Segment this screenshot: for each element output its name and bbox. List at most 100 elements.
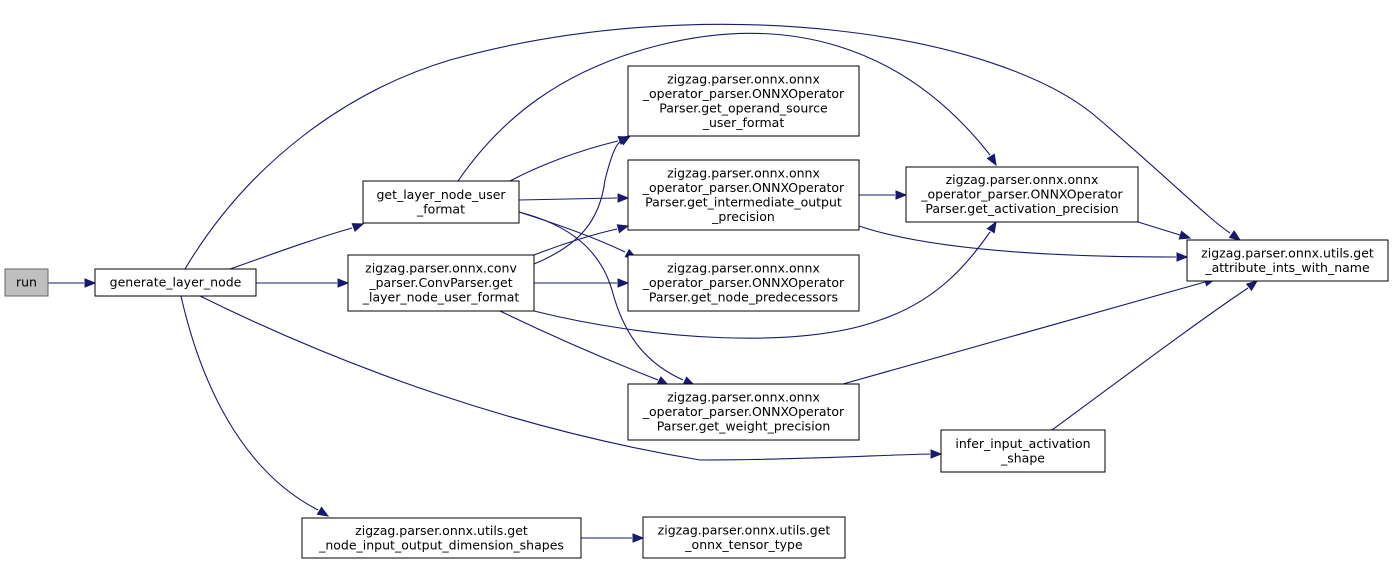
edge-get_layer_node_user_format-to-get_node_predecessors	[518, 211, 638, 259]
arrowhead	[616, 224, 630, 234]
edge-conv_parser_get_layer_node_user_format-to-get_node_predecessors	[534, 278, 630, 288]
node-label-line: Parser.get_node_predecessors	[649, 290, 838, 305]
arrowhead	[1228, 230, 1242, 241]
node-label-line: get_layer_node_user	[376, 187, 506, 202]
edge-line	[499, 310, 659, 381]
node-box[interactable]	[627, 159, 860, 231]
node-box[interactable]	[627, 254, 860, 312]
node-label-line: zigzag.parser.onnx.conv	[365, 261, 517, 276]
node-box[interactable]	[940, 429, 1106, 473]
node-label-line: _parser.ConvParser.get	[368, 275, 512, 290]
node-run[interactable]: run	[4, 268, 49, 297]
arrowhead	[617, 278, 630, 288]
edge-get_layer_node_user_format-to-get_intermediate_output_precision	[518, 193, 630, 203]
node-box[interactable]	[362, 180, 520, 224]
arrowhead	[618, 135, 632, 146]
node-get-attribute-ints-with-name[interactable]: zigzag.parser.onnx.utils.get_attribute_i…	[1186, 239, 1389, 282]
edge-line	[842, 281, 1206, 385]
arrowhead	[986, 153, 997, 167]
node-label-line: _operator_parser.ONNXOperator	[642, 404, 845, 419]
node-box[interactable]	[627, 383, 860, 441]
edge-line	[518, 211, 626, 253]
node-label-line: _format	[416, 201, 465, 216]
node-label-line: zigzag.parser.onnx.utils.get	[355, 523, 528, 538]
node-label-line: Parser.get_operand_source	[659, 100, 828, 115]
edge-generate_layer_node-to-get_layer_node_user_format	[229, 223, 365, 270]
node-get-node-predecessors[interactable]: zigzag.parser.onnx.onnx_operator_parser.…	[627, 254, 860, 312]
node-get-intermediate-output-precision[interactable]: zigzag.parser.onnx.onnx_operator_parser.…	[627, 159, 860, 231]
node-label-line: _onnx_tensor_type	[684, 537, 803, 552]
edge-line	[533, 141, 621, 265]
arrowhead	[316, 506, 330, 517]
edge-generate_layer_node-to-get_node_input_output_dimension_shapes	[180, 295, 330, 517]
edge-line	[457, 32, 991, 182]
edge-line	[518, 211, 684, 381]
node-box[interactable]	[301, 517, 582, 559]
node-box[interactable]	[94, 268, 257, 297]
node-label-line: zigzag.parser.onnx.onnx	[667, 390, 820, 405]
node-box[interactable]	[642, 516, 846, 559]
node-label-line: Parser.get_activation_precision	[925, 201, 1118, 216]
edge-line	[184, 23, 1231, 270]
node-label-line: _operator_parser.ONNXOperator	[920, 187, 1123, 202]
node-conv-parser-get-layer-node-user-format[interactable]: zigzag.parser.onnx.conv_parser.ConvParse…	[347, 254, 535, 312]
edge-get_node_input_output_dimension_shapes-to-get_onnx_tensor_type	[581, 533, 645, 543]
node-infer-input-activation-shape[interactable]: infer_input_activation_shape	[940, 429, 1106, 473]
node-label-line: zigzag.parser.onnx.onnx	[667, 261, 820, 276]
node-label-line: infer_input_activation	[955, 436, 1090, 451]
node-label-line: zigzag.parser.onnx.onnx	[946, 172, 1099, 187]
edge-get_intermediate_output_precision-to-get_attribute_ints_with_name	[858, 225, 1189, 262]
node-get-layer-node-user-format[interactable]: get_layer_node_user_format	[362, 180, 520, 224]
edge-run-to-generate_layer_node	[48, 278, 97, 288]
edge-conv_parser_get_layer_node_user_format-to-get_activation_precision	[533, 220, 997, 339]
edge-line	[509, 140, 619, 182]
node-label-line: zigzag.parser.onnx.utils.get	[658, 522, 831, 537]
node-label-line: _attribute_ints_with_name	[1204, 260, 1370, 275]
node-box[interactable]	[4, 268, 49, 297]
edge-line	[180, 295, 319, 511]
arrowhead	[1245, 280, 1259, 292]
edge-conv_parser_get_layer_node_user_format-to-get_operand_source_user_format	[533, 135, 632, 265]
node-label-line: _node_input_output_dimension_shapes	[318, 537, 564, 552]
edge-conv_parser_get_layer_node_user_format-to-get_intermediate_output_precision	[533, 224, 630, 256]
arrowhead	[895, 190, 908, 200]
edge-line	[1137, 221, 1181, 236]
arrowhead	[1176, 252, 1189, 262]
edge-get_intermediate_output_precision-to-get_activation_precision	[859, 190, 908, 200]
edge-line	[858, 225, 1177, 258]
arrowhead	[632, 533, 645, 543]
node-label-line: _precision	[711, 209, 775, 224]
edge-line	[229, 227, 353, 270]
arrowhead	[351, 223, 365, 233]
node-label-line: zigzag.parser.onnx.utils.get	[1201, 245, 1374, 260]
node-box[interactable]	[1186, 239, 1389, 282]
node-label-line: run	[16, 275, 37, 290]
node-generate-layer-node[interactable]: generate_layer_node	[94, 268, 257, 297]
edge-generate_layer_node-to-conv_parser_get_layer_node_user_format	[256, 278, 350, 288]
node-get-activation-precision[interactable]: zigzag.parser.onnx.onnx_operator_parser.…	[905, 166, 1139, 223]
node-box[interactable]	[347, 254, 535, 312]
arrowhead	[930, 449, 943, 459]
nodes: run generate_layer_node get_layer_node_use…	[4, 65, 1389, 559]
arrowhead	[84, 278, 97, 288]
edge-get_weight_precision-to-get_attribute_ints_with_name	[842, 277, 1217, 385]
node-get-operand-source-user-format[interactable]: zigzag.parser.onnx.onnx_operator_parser.…	[627, 65, 860, 137]
node-label-line: Parser.get_intermediate_output	[645, 194, 842, 209]
node-box[interactable]	[905, 166, 1139, 223]
edge-generate_layer_node-to-get_attribute_ints_with_name	[184, 23, 1242, 270]
node-box[interactable]	[627, 65, 860, 137]
node-get-onnx-tensor-type[interactable]: zigzag.parser.onnx.utils.get_onnx_tensor…	[642, 516, 846, 559]
edge-line	[1051, 287, 1249, 431]
edge-generate_layer_node-to-infer_input_activation_shape	[199, 295, 943, 461]
edge-line	[533, 228, 618, 256]
node-label-line: zigzag.parser.onnx.onnx	[667, 165, 820, 180]
edge-get_activation_precision-to-get_attribute_ints_with_name	[1137, 221, 1192, 240]
arrowhead	[986, 220, 997, 234]
node-get-weight-precision[interactable]: zigzag.parser.onnx.onnx_operator_parser.…	[627, 383, 860, 441]
node-label-line: _user_format	[702, 115, 785, 130]
arrowhead	[1178, 230, 1192, 240]
node-get-node-input-output-dimension-shapes[interactable]: zigzag.parser.onnx.utils.get_node_input_…	[301, 517, 582, 559]
node-label-line: zigzag.parser.onnx.onnx	[667, 71, 820, 86]
node-label-line: _operator_parser.ONNXOperator	[642, 275, 845, 290]
